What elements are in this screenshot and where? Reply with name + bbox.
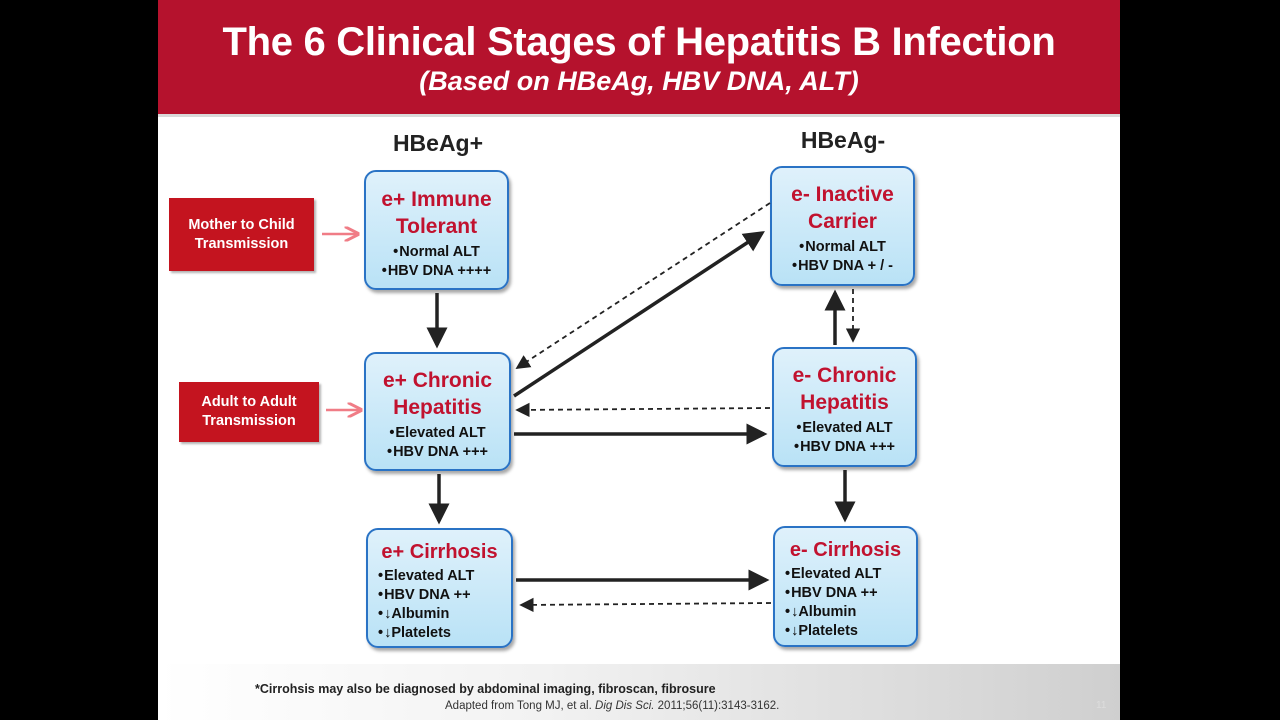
footnote: *Cirrohsis may also be diagnosed by abdo… [255,682,716,696]
page-number: 11 [1096,700,1107,711]
stage-e-negative-chronic-hepatitis: e- Chronic Hepatitis Elevated ALT HBV DN… [772,347,917,467]
stage-item: Normal ALT [366,243,507,262]
stage-item: HBV DNA ++++ [366,262,507,281]
arrow-inactive-to-e-pos-chronic-dashed [515,202,771,369]
citation-authors: Adapted from Tong MJ, et al. [445,700,596,712]
footer-band [158,664,1120,720]
stage-items: Elevated ALT HBV DNA +++ [366,424,509,462]
column-header-hbeag-positive: HBeAg+ [392,130,484,156]
stage-title: e+ Immune Tolerant [381,188,492,238]
stage-item: HBV DNA +++ [366,443,509,462]
stage-item: HBV DNA + / - [772,257,913,276]
source-mother-to-child: Mother to Child Transmission [169,198,314,271]
stage-e-negative-cirrhosis: e- Cirrhosis Elevated ALT HBV DNA ++ ↓Al… [773,526,918,647]
stage-e-positive-cirrhosis: e+ Cirrhosis Elevated ALT HBV DNA ++ ↓Al… [366,528,513,648]
stage-item: HBV DNA +++ [774,438,915,457]
stage-e-positive-chronic-hepatitis: e+ Chronic Hepatitis Elevated ALT HBV DN… [364,352,511,471]
arrow-e-neg-cirrhosis-to-e-pos-cirrhosis-dashed [519,597,772,613]
stage-items: Elevated ALT HBV DNA +++ [774,419,915,457]
stage-title: e+ Cirrhosis [381,541,498,563]
stage-item: Elevated ALT [366,424,509,443]
title-band: The 6 Clinical Stages of Hepatitis B Inf… [158,0,1120,117]
slide-title: The 6 Clinical Stages of Hepatitis B Inf… [222,20,1056,64]
citation: Adapted from Tong MJ, et al. Dig Dis Sci… [445,700,779,712]
stage-item: ↓Platelets [785,622,916,641]
stage-items: Normal ALT HBV DNA ++++ [366,243,507,281]
stage-e-positive-immune-tolerant: e+ Immune Tolerant Normal ALT HBV DNA ++… [364,170,509,290]
stage-items: Normal ALT HBV DNA + / - [772,238,913,276]
slide-subtitle: (Based on HBeAg, HBV DNA, ALT) [419,66,859,96]
stage-items: Elevated ALT HBV DNA ++ ↓Albumin ↓Platel… [368,567,511,643]
arrow-e-pos-chronic-to-inactive [513,231,765,398]
stage-items: Elevated ALT HBV DNA ++ ↓Albumin ↓Platel… [775,565,916,641]
stage-item: ↓Albumin [378,605,511,624]
stage-item: ↓Platelets [378,624,511,643]
arrow-e-neg-chronic-to-e-pos-chronic-dashed [515,402,771,418]
stage-item: Elevated ALT [774,419,915,438]
stage-e-negative-inactive-carrier: e- Inactive Carrier Normal ALT HBV DNA +… [770,166,915,286]
stage-title: e- Cirrhosis [789,539,902,561]
stage-item: ↓Albumin [785,603,916,622]
stage-item: Elevated ALT [785,565,916,584]
slide: The 6 Clinical Stages of Hepatitis B Inf… [158,0,1120,720]
stage-title: e- Chronic Hepatitis [792,364,897,414]
stage-title: e+ Chronic Hepatitis [382,369,493,419]
stage-item: HBV DNA ++ [378,586,511,605]
stage-title: e- Inactive Carrier [791,183,894,233]
stage-item: HBV DNA ++ [785,584,916,603]
stage-item: Elevated ALT [378,567,511,586]
citation-journal: Dig Dis Sci. [595,700,655,712]
citation-volume: 2011;56(11):3143-3162. [654,700,780,712]
stage-item: Normal ALT [772,238,913,257]
column-header-hbeag-negative: HBeAg- [800,127,886,153]
source-adult-to-adult: Adult to Adult Transmission [179,382,319,442]
